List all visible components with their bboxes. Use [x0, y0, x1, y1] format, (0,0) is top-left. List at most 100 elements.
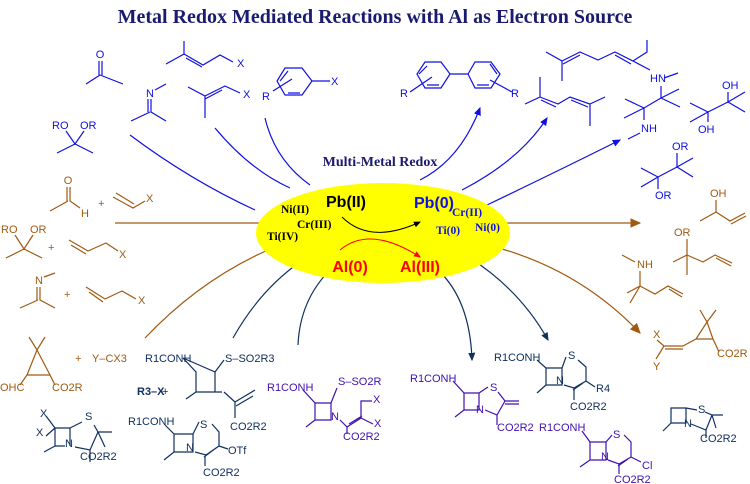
arrow-vinylcyclopropane-out	[494, 246, 641, 334]
svg-text:R: R	[511, 88, 519, 100]
svg-text:Y: Y	[653, 361, 661, 373]
allyl-halide-structure: X	[187, 85, 251, 118]
r4-cephem-product: R1CONH S N R4 CO2R2	[494, 350, 610, 413]
svg-text:CO2R2: CO2R2	[700, 433, 737, 445]
aldehyde-allyl-substrates: O H + X	[49, 175, 154, 220]
svg-text:N: N	[556, 375, 564, 387]
svg-text:O: O	[96, 49, 105, 61]
metal-cr-iii: Cr(III)	[297, 219, 332, 231]
multi-metal-redox-center: Multi-Metal Redox Pb(II) Pb(0) Ni(II) Cr…	[256, 155, 510, 283]
center-subtitle: Multi-Metal Redox	[323, 155, 438, 170]
svg-text:O: O	[64, 175, 73, 187]
svg-text:R1CONH: R1CONH	[410, 373, 457, 385]
chloro-cephem-product: R1CONH S N Cl CO2R2	[539, 422, 652, 484]
svg-text:+: +	[162, 386, 168, 398]
svg-text:OR: OR	[672, 141, 689, 153]
svg-text:R1CONH: R1CONH	[145, 353, 192, 365]
svg-text:X: X	[331, 76, 339, 88]
imine-allyl-substrates: N + X	[19, 272, 146, 309]
svg-text:S–SO2R: S–SO2R	[338, 376, 381, 388]
svg-text:R: R	[262, 91, 270, 103]
svg-text:S–SO2R3: S–SO2R3	[225, 353, 275, 365]
svg-text:Cl: Cl	[642, 460, 652, 472]
svg-text:OTf: OTf	[228, 445, 247, 457]
svg-text:CO2R: CO2R	[717, 348, 748, 360]
svg-text:X: X	[146, 193, 154, 205]
svg-text:N: N	[476, 404, 484, 416]
al-oxidation-arrow	[339, 238, 421, 258]
pb-reduction-arrow	[341, 216, 421, 233]
pb-ii-label: Pb(II)	[326, 194, 366, 211]
svg-text:HN: HN	[650, 73, 666, 85]
svg-text:CO2R2: CO2R2	[203, 467, 240, 479]
arrow-diene-out	[461, 116, 548, 191]
svg-text:CO2R2: CO2R2	[230, 421, 267, 433]
arrow-penam-out	[437, 269, 476, 362]
penam-product: S N CO2R2	[662, 404, 737, 445]
svg-text:CO2R: CO2R	[52, 382, 83, 394]
diol-product: OH OH	[689, 80, 746, 136]
aryl-halide-structure: R X	[262, 67, 339, 103]
svg-text:CO2R2: CO2R2	[343, 431, 380, 443]
svg-text:X: X	[119, 249, 127, 261]
al-0-label: Al(0)	[332, 259, 368, 276]
arrow-diol-out	[486, 139, 622, 206]
arrow-acetal-in	[129, 134, 256, 211]
arrow-purple-in	[297, 269, 331, 346]
svg-text:X: X	[373, 394, 381, 406]
svg-text:X: X	[138, 295, 146, 307]
diamine-product: HN NH	[623, 72, 681, 140]
imine-structure: N	[130, 83, 167, 122]
svg-text:+: +	[64, 289, 70, 301]
arrow-halide-in	[264, 117, 311, 186]
svg-text:X: X	[40, 408, 48, 420]
svg-text:OR: OR	[655, 190, 672, 202]
svg-text:X: X	[374, 418, 382, 430]
svg-text:X: X	[36, 427, 44, 439]
svg-text:R: R	[400, 88, 408, 100]
acetal-structure-blue: RO OR	[52, 120, 97, 154]
svg-text:CO2R2: CO2R2	[497, 422, 534, 434]
homoallyl-ether-product: OR	[672, 227, 733, 275]
bis-halomethyl-azetidinone-substrate: R1CONH S–SO2R N X X CO2R2	[267, 376, 382, 443]
svg-text:H: H	[81, 208, 89, 220]
diether-product: OR OR	[640, 141, 694, 202]
svg-text:OR: OR	[674, 227, 691, 239]
vinylcyclopropane-product: X Y CO2R	[653, 309, 748, 373]
svg-text:X: X	[653, 329, 661, 341]
svg-text:CO2R2: CO2R2	[80, 451, 117, 463]
svg-text:S: S	[200, 419, 207, 431]
svg-text:R1CONH: R1CONH	[267, 382, 314, 394]
svg-text:R4: R4	[596, 383, 610, 395]
svg-text:R1CONH: R1CONH	[128, 416, 175, 428]
svg-text:+: +	[75, 353, 81, 365]
svg-text:OHC: OHC	[0, 382, 25, 394]
svg-text:R1CONH: R1CONH	[539, 422, 586, 434]
pb-0-label: Pb(0)	[414, 195, 454, 212]
svg-text:OH: OH	[710, 188, 727, 200]
svg-text:CO2R2: CO2R2	[614, 474, 651, 484]
svg-text:+: +	[48, 242, 54, 254]
svg-text:NH: NH	[637, 259, 653, 271]
svg-text:N: N	[601, 451, 609, 463]
metal-ni-0: Ni(0)	[475, 222, 500, 234]
svg-text:N: N	[684, 418, 692, 430]
svg-text:Y–CX3: Y–CX3	[92, 353, 127, 365]
dihalo-penam-substrate: X X S N CO2R2	[36, 408, 117, 463]
svg-text:N: N	[186, 442, 194, 454]
exo-methylene-penam-product: R1CONH S N CO2R2	[410, 373, 534, 434]
svg-text:NH: NH	[641, 123, 657, 135]
svg-text:R1CONH: R1CONH	[494, 352, 541, 364]
svg-text:S: S	[490, 382, 497, 394]
metal-ti-0: Ti(0)	[436, 225, 460, 237]
svg-text:S: S	[698, 404, 705, 416]
redox-ellipse	[256, 183, 510, 283]
arrow-cephem-out	[469, 257, 549, 342]
homoallyl-amine-product: NH	[621, 254, 684, 304]
svg-text:S: S	[85, 411, 92, 423]
svg-text:CO2R2: CO2R2	[570, 401, 607, 413]
acetal-allyl-substrates: RO OR + X	[1, 224, 127, 261]
svg-text:OH: OH	[722, 80, 739, 92]
